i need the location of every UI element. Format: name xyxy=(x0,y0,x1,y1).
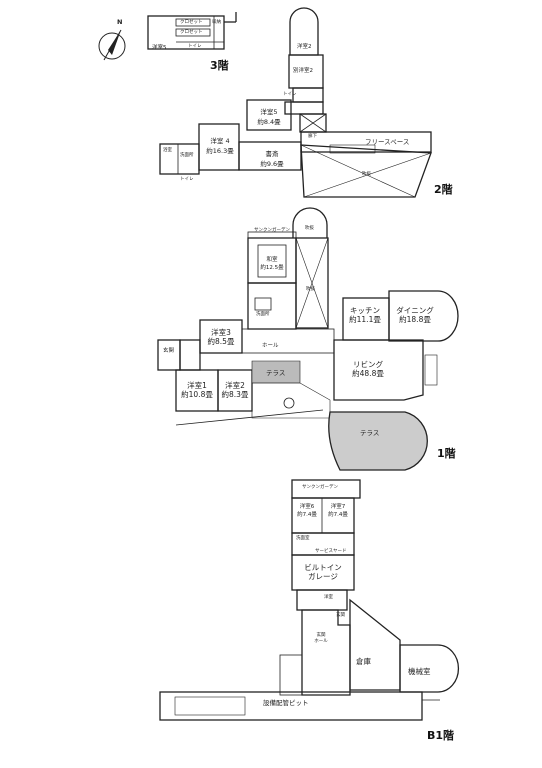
b1-entrance-hall-line2: ホール xyxy=(314,639,328,644)
floor-label-3f: 3階 xyxy=(210,59,229,72)
f1-room-youshitsu3: 洋室3 約8.5畳 xyxy=(200,328,242,346)
floor-label-b1: B1階 xyxy=(427,729,455,742)
f1-washroom: 洗面所 xyxy=(256,312,270,317)
b1-youshitsu6-size: 約7.4畳 xyxy=(297,512,317,518)
f2-room-youshitsu4: 洋室 4 約16.3畳 xyxy=(201,135,239,155)
floor-label-2f: 2階 xyxy=(434,183,453,196)
f1-room-washitsu: 和室 約12.5畳 xyxy=(258,255,286,271)
floor-label-1f: 1階 xyxy=(437,447,456,460)
f1-terrace-south: テラス xyxy=(360,429,380,437)
b1-youshitsu7-name: 洋室7 xyxy=(330,504,346,510)
f1-room-dining: ダイニング 約18.8畳 xyxy=(392,306,438,324)
f3-storage: 収納 xyxy=(212,20,221,25)
f1-room-living: リビング 約48.8畳 xyxy=(338,360,398,378)
f2-youshitsu5-size: 約8.4畳 xyxy=(257,118,281,126)
f2-room-study: 書斎 約9.6畳 xyxy=(252,148,292,168)
f2-youshitsu5-name: 洋室5 xyxy=(260,108,278,116)
f1-youshitsu2-name: 洋室2 xyxy=(225,381,245,390)
f1-washitsu-size: 約12.5畳 xyxy=(260,265,284,271)
b1-washroom: 洗面室 xyxy=(296,536,310,541)
f1-washitsu-name: 和室 xyxy=(266,257,278,263)
b1-entrance-hall: 玄関 ホール xyxy=(312,632,330,644)
f2-void: 吹抜 xyxy=(362,172,371,177)
b1-entrance: 玄関 xyxy=(336,613,345,618)
plan-b1 xyxy=(159,479,460,721)
f2-room-youshitsu5: 洋室5 約8.4畳 xyxy=(251,106,287,126)
f2-corridor: 廊下 xyxy=(308,134,317,139)
f1-dining-size: 約18.8畳 xyxy=(399,315,431,324)
f3-closet-2: クロゼット xyxy=(180,30,203,35)
f1-kitchen-name: キッチン xyxy=(350,306,380,315)
f1-hall: ホール xyxy=(262,343,279,349)
f3-closet-1: クロゼット xyxy=(180,20,203,25)
b1-entrance-hall-line1: 玄関 xyxy=(316,633,326,638)
compass-north-label: N xyxy=(117,18,123,26)
b1-room-youshitsu6: 洋室6 約7.4畳 xyxy=(293,502,321,518)
f1-sunken-garden: サンクンガーデン xyxy=(254,228,290,233)
compass-arrow-icon xyxy=(108,30,121,55)
b1-pipe-pit: 設備配管ピット xyxy=(263,699,309,707)
plan-1f xyxy=(157,207,459,471)
b1-built-in-garage: ビルトイン ガレージ xyxy=(296,563,350,581)
f1-kitchen-size: 約11.1畳 xyxy=(349,315,381,324)
b1-youshitsu7-size: 約7.4畳 xyxy=(328,512,348,518)
f1-entrance: 玄関 xyxy=(163,348,175,354)
f2-toilet: トイレ xyxy=(283,92,297,97)
f3-toilet: トイレ xyxy=(188,44,202,49)
f1-room-kitchen: キッチン 約11.1畳 xyxy=(343,306,387,324)
b1-garage-line2: ガレージ xyxy=(308,572,338,581)
f1-youshitsu3-size: 約8.5畳 xyxy=(207,337,235,346)
f1-terrace-west: テラス xyxy=(266,369,286,377)
plan-2f xyxy=(159,7,432,198)
f1-void: 吹抜 xyxy=(306,287,315,292)
f1-living-size: 約48.8畳 xyxy=(352,369,384,378)
f2-toilet-2: トイレ xyxy=(180,177,194,182)
f2-study-size: 約9.6畳 xyxy=(260,160,284,168)
b1-garage-line1: ビルトイン xyxy=(304,563,342,572)
f1-room-youshitsu1: 洋室1 約10.8畳 xyxy=(176,381,218,399)
f2-study-name: 書斎 xyxy=(265,150,279,158)
f1-living-name: リビング xyxy=(353,360,383,369)
f2-bathroom: 浴室 xyxy=(163,148,172,153)
b1-service-yard: サービスヤード xyxy=(315,549,347,554)
f1-tower-void: 吹抜 xyxy=(305,226,314,231)
b1-youshitsu6-name: 洋室6 xyxy=(299,504,315,510)
f2-washroom: 洗面所 xyxy=(180,153,194,158)
f1-youshitsu1-name: 洋室1 xyxy=(187,381,207,390)
b1-room-youshitsu: 洋室 xyxy=(324,595,333,600)
f2-room-betsu-youshitsu2: 別洋室2 xyxy=(293,68,313,74)
f1-youshitsu3-name: 洋室3 xyxy=(211,328,231,337)
f2-youshitsu4-size: 約16.3畳 xyxy=(206,147,234,155)
f2-youshitsu4-name: 洋室 4 xyxy=(210,137,230,145)
f2-free-space: フリースペース xyxy=(365,138,410,146)
f1-youshitsu1-size: 約10.8畳 xyxy=(181,390,213,399)
f1-room-youshitsu2: 洋室2 約8.3畳 xyxy=(218,381,252,399)
b1-sunken-garden: サンクンガーデン xyxy=(302,485,338,490)
f1-youshitsu2-size: 約8.3畳 xyxy=(221,390,249,399)
b1-room-youshitsu7: 洋室7 約7.4畳 xyxy=(323,502,353,518)
f2-room-youshitsu2: 洋室2 xyxy=(297,44,312,50)
b1-machine-room: 機械室 xyxy=(408,667,431,676)
f3-room-youshitsu5: 洋室5 xyxy=(152,45,167,51)
f1-dining-name: ダイニング xyxy=(396,306,434,315)
plan-3f xyxy=(147,12,237,50)
b1-storage: 倉庫 xyxy=(356,657,371,666)
